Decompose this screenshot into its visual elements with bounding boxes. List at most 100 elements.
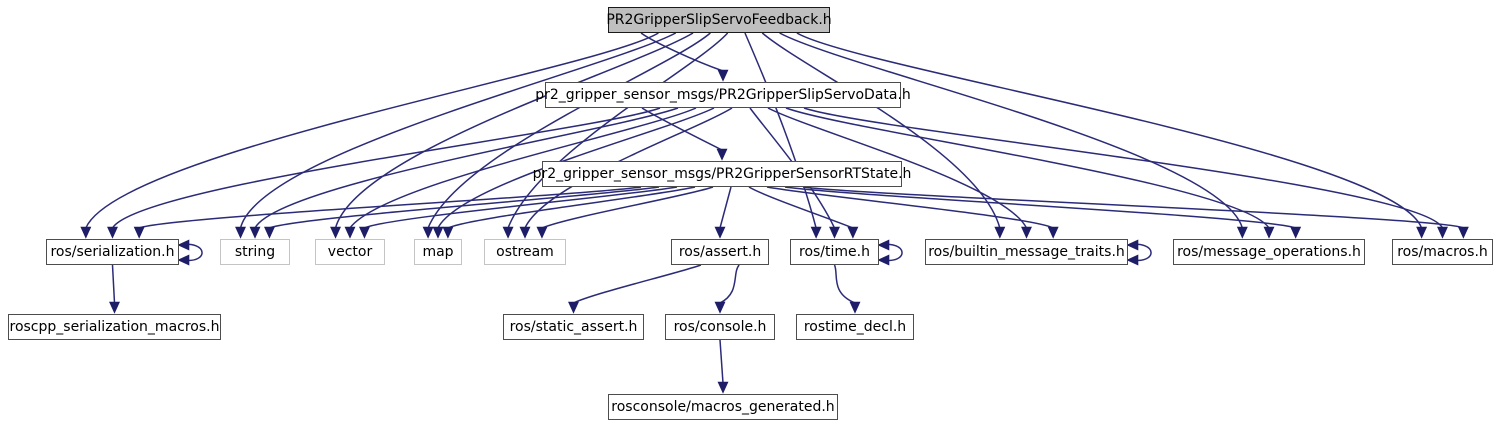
graph-node-label: pr2_gripper_sensor_msgs/PR2GripperSlipSe… (535, 87, 911, 103)
edge-arrowhead (1126, 239, 1139, 251)
edge-arrowhead (536, 226, 548, 239)
edge-arrowhead (177, 254, 190, 266)
edge-arrowhead (994, 226, 1006, 239)
edge-line (640, 32, 724, 72)
graph-node-map[interactable]: map (414, 239, 462, 265)
edge-line (833, 264, 856, 304)
edge-arrowhead (359, 226, 370, 239)
edge-arrowhead (177, 239, 190, 251)
edge-arrowhead (133, 226, 145, 239)
graph-edge-serial-to-serial (177, 239, 203, 266)
edge-arrowhead (810, 226, 822, 239)
graph-node-rostimedecl[interactable]: rostime_decl.h (796, 314, 914, 340)
graph-edge-root-to-ostream (502, 32, 729, 239)
edge-arrowhead (716, 148, 728, 161)
graph-node-label: ros/time.h (799, 244, 870, 260)
graph-node-label: ros/static_assert.h (509, 319, 638, 335)
edge-line (507, 32, 729, 229)
graph-edge-rtstate-to-string (264, 186, 660, 239)
edge-line (719, 186, 732, 229)
graph-node-label: string (234, 244, 276, 260)
graph-edge-rtstate-to-ostream (536, 186, 714, 239)
graph-node-staticassert[interactable]: ros/static_assert.h (503, 314, 644, 340)
graph-edge-traits-to-traits (1126, 239, 1152, 266)
graph-edge-slipdata-to-msgops (785, 107, 1275, 239)
edge-arrowhead (829, 226, 840, 239)
graph-edge-rtstate-to-map (442, 186, 696, 239)
graph-node-string[interactable]: string (220, 239, 290, 265)
graph-node-label: rosconsole/macros_generated.h (611, 399, 835, 415)
graph-node-label: ros/message_operations.h (1177, 244, 1361, 260)
edge-line (767, 107, 1028, 229)
graph-edge-root-to-map (422, 32, 711, 239)
graph-node-serial[interactable]: ros/serialization.h (46, 239, 179, 265)
edge-arrowhead (1021, 226, 1032, 239)
edge-arrowhead (717, 381, 729, 394)
edge-line (427, 32, 711, 229)
graph-edge-root-to-serial (80, 32, 659, 239)
edge-line (364, 186, 678, 229)
graph-edge-serial-to-roscppmac (109, 264, 120, 314)
graph-node-msgops[interactable]: ros/message_operations.h (1173, 239, 1365, 265)
graph-edge-root-to-msgops (779, 32, 1248, 239)
graph-edge-root-to-string (235, 32, 677, 239)
edge-arrowhead (264, 226, 275, 239)
graph-node-console[interactable]: ros/console.h (665, 314, 775, 340)
edge-arrowhead (877, 254, 890, 266)
edge-line (239, 32, 677, 229)
graph-node-label: PR2GripperSlipServoFeedback.h (606, 12, 832, 28)
edge-line (447, 186, 696, 229)
graph-edge-root-to-time (744, 32, 822, 239)
edge-arrowhead (1047, 226, 1059, 239)
edge-line (766, 186, 1054, 229)
edge-line (254, 107, 679, 229)
graph-edge-rtstate-to-traits (766, 186, 1059, 239)
graph-edge-slipdata-to-vector (344, 107, 697, 239)
edges-layer (80, 32, 1469, 394)
edge-line (349, 107, 697, 229)
edge-arrowhead (1236, 226, 1248, 239)
graph-edge-rtstate-to-vector (359, 186, 678, 239)
graph-node-rtstate[interactable]: pr2_gripper_sensor_msgs/PR2GripperSensor… (533, 161, 911, 187)
graph-node-label: ros/assert.h (678, 244, 762, 260)
edge-arrowhead (849, 301, 861, 314)
graph-node-label: pr2_gripper_sensor_msgs/PR2GripperSensor… (532, 166, 912, 182)
graph-edge-rtstate-to-macros (802, 186, 1469, 239)
graph-node-macros[interactable]: ros/macros.h (1392, 239, 1493, 265)
edge-line (573, 264, 702, 304)
graph-edge-rtstate-to-assert (714, 186, 732, 239)
edge-line (761, 32, 1001, 229)
edge-arrowhead (1437, 226, 1448, 239)
graph-node-time[interactable]: ros/time.h (790, 239, 879, 265)
graph-node-label: ros/serialization.h (50, 244, 175, 260)
graph-node-roscppmac[interactable]: roscpp_serialization_macros.h (8, 314, 221, 340)
edge-line (719, 264, 740, 304)
graph-node-ostream[interactable]: ostream (484, 239, 566, 265)
graph-node-root[interactable]: PR2GripperSlipServoFeedback.h (606, 7, 832, 33)
graph-node-label: ros/macros.h (1397, 244, 1488, 260)
edge-arrowhead (80, 226, 92, 239)
edge-line (796, 32, 1423, 229)
graph-node-label: vector (327, 244, 373, 260)
graph-edge-root-to-slipdata (640, 32, 729, 82)
edge-arrowhead (568, 301, 579, 314)
graph-node-assert[interactable]: ros/assert.h (671, 239, 769, 265)
edge-line (111, 107, 661, 229)
edge-line (138, 186, 642, 229)
graph-node-label: rostime_decl.h (803, 319, 907, 335)
edge-arrowhead (717, 69, 729, 82)
edge-line (749, 107, 836, 229)
graph-node-vector[interactable]: vector (315, 239, 385, 265)
graph-node-traits[interactable]: ros/builtin_message_traits.h (925, 239, 1128, 265)
edge-arrowhead (432, 226, 444, 239)
graph-node-label: ros/console.h (673, 319, 767, 335)
edge-line (803, 107, 1444, 229)
graph-node-label: roscpp_serialization_macros.h (9, 319, 220, 335)
graph-node-macrosgen[interactable]: rosconsole/macros_generated.h (608, 394, 838, 420)
graph-node-slipdata[interactable]: pr2_gripper_sensor_msgs/PR2GripperSlipSe… (535, 82, 911, 108)
edge-arrowhead (249, 226, 261, 239)
edge-arrowhead (235, 226, 246, 239)
edge-arrowhead (442, 226, 454, 239)
edge-line (744, 32, 817, 229)
